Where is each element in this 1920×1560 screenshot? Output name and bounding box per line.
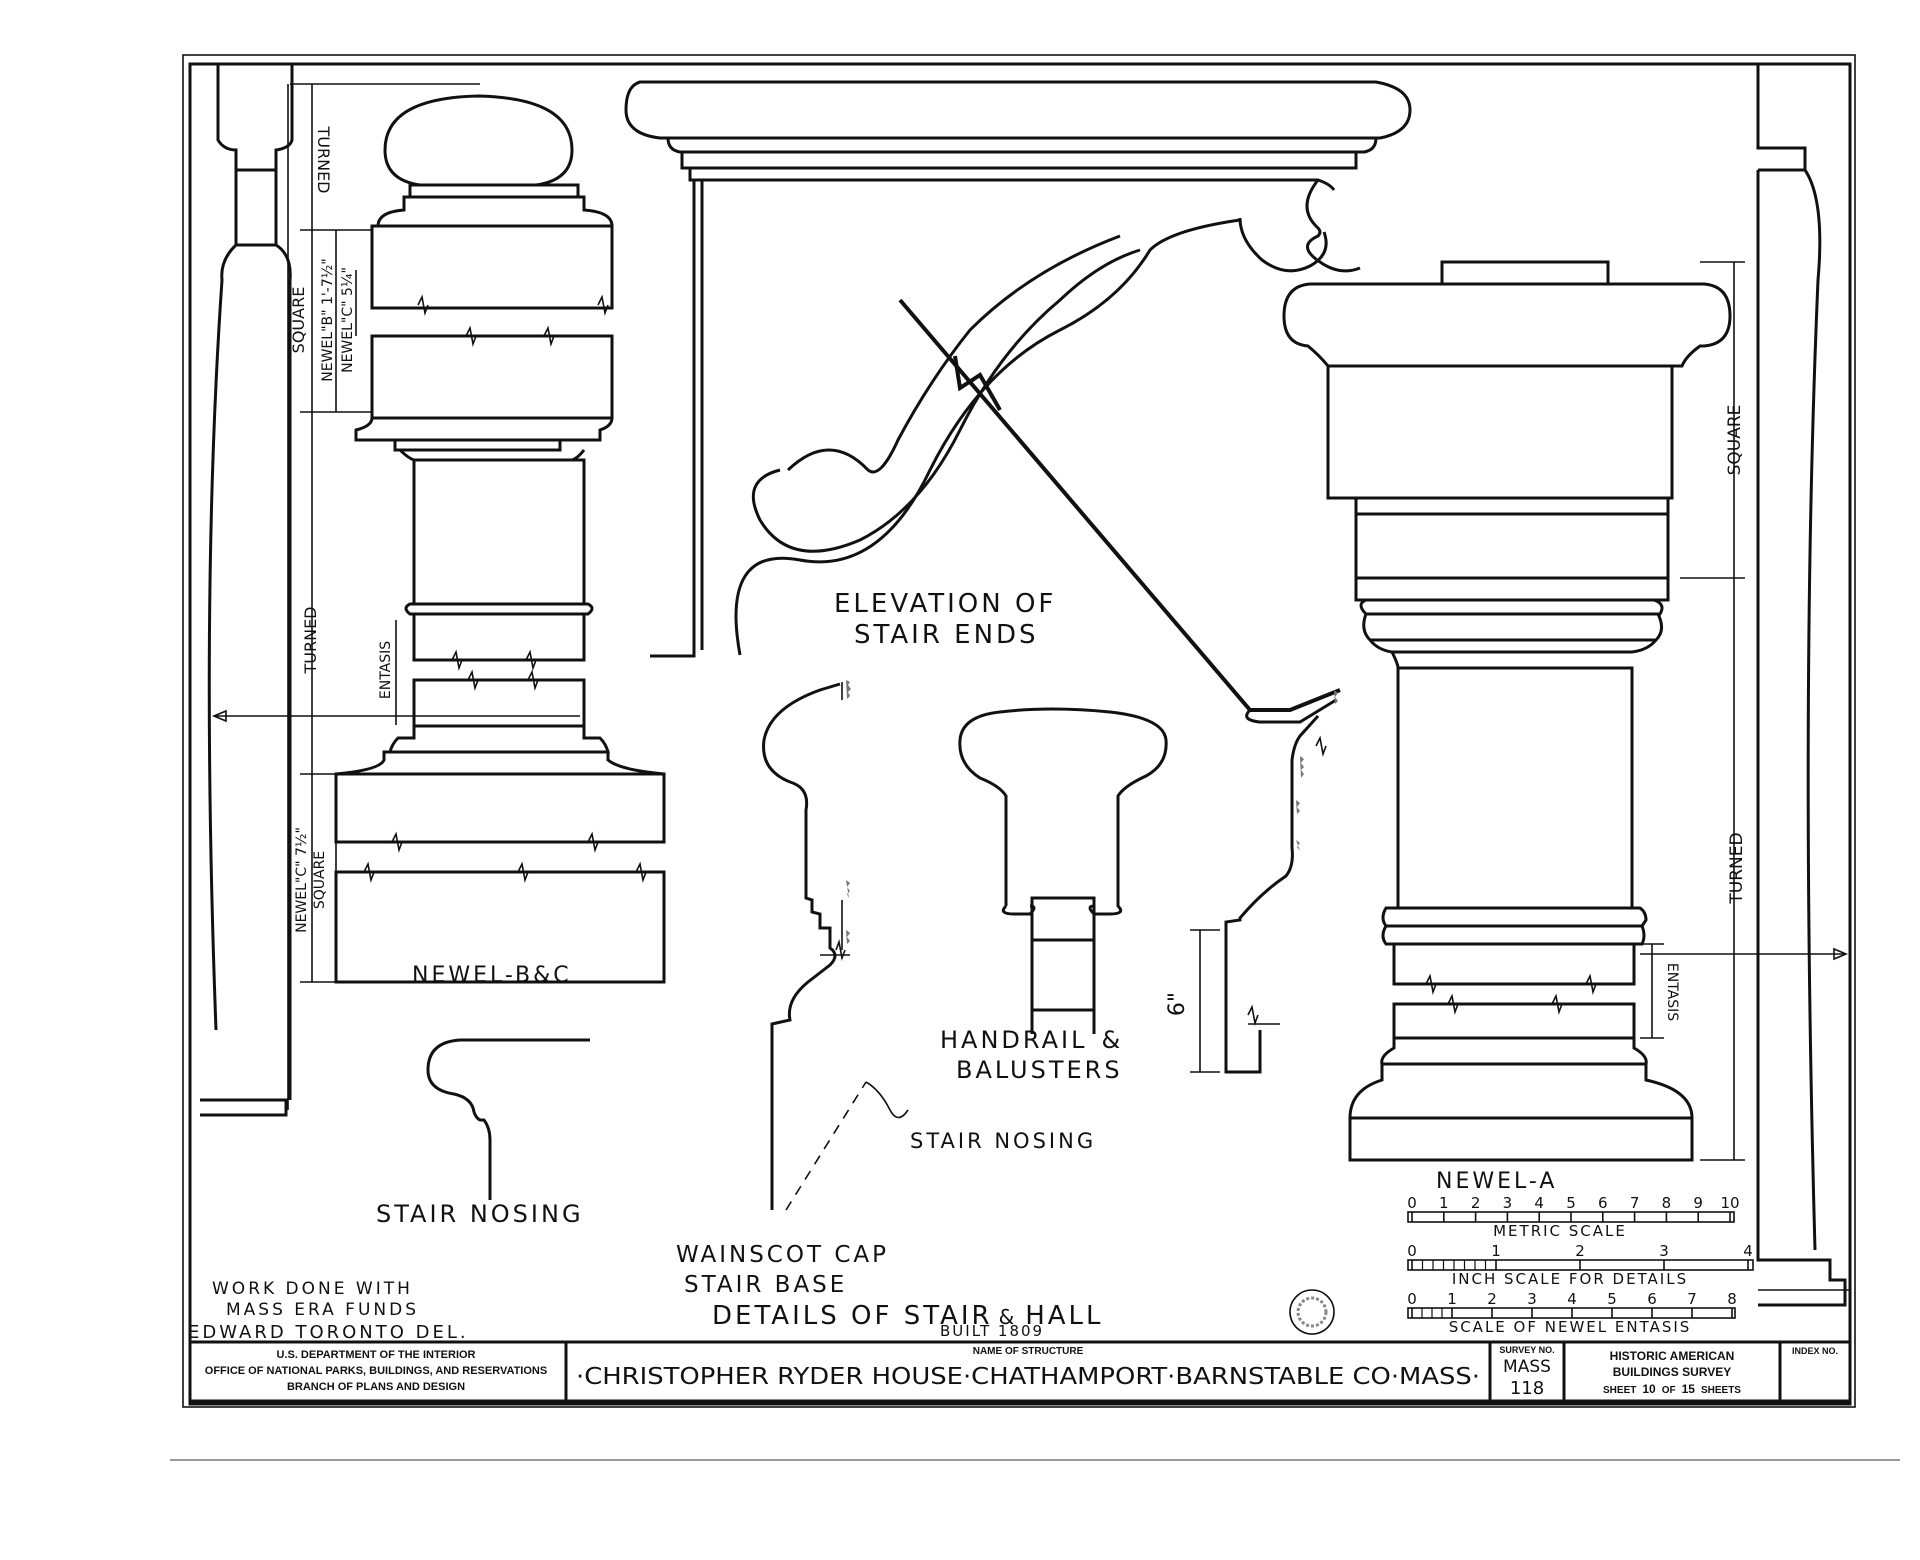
metric-scale: 0 1 2 3 4 5 6 7 8 9 10: [1407, 1194, 1740, 1223]
survey-caption: SURVEY NO.: [1499, 1345, 1554, 1355]
structure-name: ·CHRISTOPHER RYDER HOUSE·CHATHAMPORT·BAR…: [576, 1364, 1480, 1390]
label-newel-a: NEWEL-A: [1436, 1169, 1557, 1194]
structure-caption: NAME OF STRUCTURE: [973, 1346, 1084, 1357]
entasis-scale-tick-label: 7: [1687, 1290, 1697, 1308]
label-handrail-line2: BALUSTERS: [956, 1056, 1123, 1084]
habs-line-1: HISTORIC AMERICAN: [1610, 1349, 1735, 1363]
inch-scale-tick-label: 1: [1491, 1242, 1501, 1260]
label-stair-nosing-left: STAIR NOSING: [376, 1200, 584, 1228]
metric-scale-tick-label: 5: [1566, 1194, 1576, 1212]
dim-a-turned: TURNED: [1727, 832, 1747, 904]
label-handrail-line1: HANDRAIL&: [940, 1026, 1123, 1054]
dim-a-square: SQUARE: [1725, 405, 1745, 476]
entasis-scale-tick-label: 0: [1407, 1290, 1417, 1308]
metric-scale-tick-label: 7: [1630, 1194, 1640, 1212]
stair-base-6in-profile: [1190, 690, 1338, 1074]
label-stair-nosing-right: STAIR NOSING: [910, 1129, 1096, 1153]
entasis-scale-ticks: 0 1 2 3 4 5 6 7 8: [1407, 1290, 1737, 1318]
sheet-outer-border: [182, 54, 1856, 1408]
credit-line-1: WORK DONE WITH: [212, 1279, 413, 1299]
metric-scale-tick-label: 6: [1598, 1194, 1608, 1212]
entasis-scale-tick-label: 4: [1567, 1290, 1577, 1308]
dim-turned-mid: TURNED: [301, 607, 320, 675]
inch-scale-label: INCH SCALE FOR DETAILS: [1452, 1270, 1688, 1288]
metric-scale-tick-label: 1: [1439, 1194, 1449, 1212]
entasis-scale: 0 1 2 3 4 5 6 7 8: [1407, 1290, 1737, 1319]
survey-state: MASS: [1503, 1357, 1551, 1377]
dept-line-1: U.S. DEPARTMENT OF THE INTERIOR: [276, 1349, 475, 1361]
inch-scale-tick-label: 0: [1407, 1242, 1417, 1260]
habs-line-2: BUILDINGS SURVEY: [1613, 1365, 1731, 1379]
title-block: [188, 1340, 1852, 1406]
metric-scale-tick-label: 3: [1503, 1194, 1513, 1212]
dim-newel-b-height: NEWEL"B" 1'-7½": [320, 258, 336, 381]
dim-newel-c-height: NEWEL"C" 5¼": [340, 267, 356, 373]
entasis-scale-tick-label: 5: [1607, 1290, 1617, 1308]
survey-number: 118: [1510, 1378, 1544, 1399]
credit-line-2: MASS ERA FUNDS: [226, 1300, 419, 1320]
inch-scale-tick-label: 2: [1575, 1242, 1585, 1260]
inch-scale-ticks: 0 1 2 3 4: [1407, 1242, 1753, 1270]
dim-entasis: ENTASIS: [378, 641, 394, 699]
dim-square: SQUARE: [289, 287, 308, 354]
index-caption: INDEX NO.: [1792, 1346, 1838, 1356]
label-wainscot-line1: WAINSCOT CAP: [676, 1242, 889, 1268]
left-edge-newel-silhouette: [200, 64, 294, 1117]
metric-scale-tick-label: 2: [1471, 1194, 1481, 1212]
handrail-balusters-drawing: [958, 707, 1168, 1034]
newel-bc-cap: [383, 94, 574, 187]
stair-end-elevation-drawing: [624, 80, 1412, 724]
dept-line-3: BRANCH OF PLANS AND DESIGN: [287, 1381, 465, 1393]
label-wainscot-line2: STAIR BASE: [684, 1272, 847, 1298]
entasis-scale-tick-label: 3: [1527, 1290, 1537, 1308]
drawing-title: DETAILS OF STAIR&HALL: [712, 1301, 1104, 1331]
stair-end-top-rail: [624, 80, 1412, 140]
habs-seal-icon: [1289, 1289, 1335, 1335]
dim-a-entasis: ENTASIS: [1664, 963, 1680, 1021]
metric-scale-tick-label: 10: [1720, 1194, 1739, 1212]
inch-scale-tick-label: 3: [1659, 1242, 1669, 1260]
dept-line-2: OFFICE OF NATIONAL PARKS, BUILDINGS, AND…: [205, 1365, 547, 1377]
entasis-scale-label: SCALE OF NEWEL ENTASIS: [1449, 1318, 1692, 1336]
label-elevation-line2: STAIR ENDS: [854, 620, 1039, 650]
dim-six-inch: 6": [1165, 992, 1190, 1016]
right-edge-newel-silhouette: [1756, 64, 1850, 1307]
inch-scale-tick-label: 4: [1743, 1242, 1753, 1260]
label-elevation-line1: ELEVATION OF: [834, 589, 1056, 619]
metric-scale-tick-label: 9: [1693, 1194, 1703, 1212]
sheet-inner-border: [188, 62, 1852, 1403]
wainscot-cap-profile: [762, 680, 909, 1211]
inch-scale: 0 1 2 3 4: [1407, 1242, 1754, 1271]
newel-a-drawing: [1282, 260, 1849, 1162]
metric-scale-tick-label: 4: [1534, 1194, 1544, 1212]
label-newel-bc: NEWEL-B&C: [412, 963, 572, 988]
dim-newel-c-low: NEWEL"C" 7½": [294, 827, 310, 933]
entasis-scale-tick-label: 8: [1727, 1290, 1737, 1308]
newel-b-c-drawing: [211, 83, 666, 1110]
metric-scale-tick-label: 0: [1407, 1194, 1417, 1212]
entasis-scale-tick-label: 1: [1447, 1290, 1457, 1308]
dim-turned-top: TURNED: [314, 126, 333, 194]
entasis-scale-tick-label: 6: [1647, 1290, 1657, 1308]
metric-scale-label: METRIC SCALE: [1493, 1222, 1627, 1240]
dim-square-low: SQUARE: [312, 851, 328, 909]
delineator: EDWARD TORONTO DEL.: [188, 1322, 469, 1343]
metric-scale-ticks: 0 1 2 3 4 5 6 7 8 9 10: [1407, 1194, 1740, 1222]
metric-scale-tick-label: 8: [1662, 1194, 1672, 1212]
built-date: BUILT 1809: [940, 1322, 1044, 1340]
stair-nosing-profile: [426, 1038, 590, 1200]
entasis-scale-tick-label: 2: [1487, 1290, 1497, 1308]
